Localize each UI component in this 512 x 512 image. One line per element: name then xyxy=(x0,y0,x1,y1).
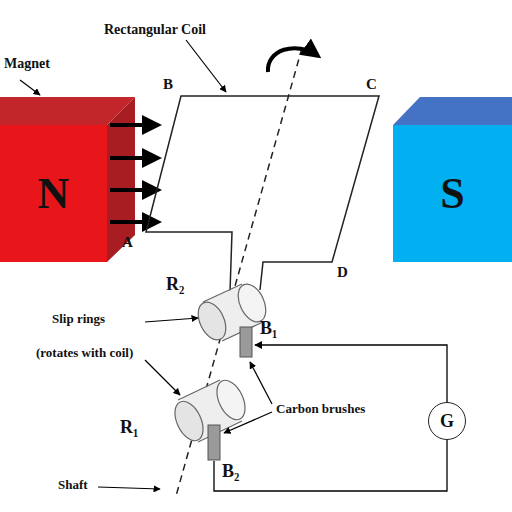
part-label: Magnet xyxy=(4,56,50,71)
part-label: Rectangular Coil xyxy=(104,22,206,37)
corner-letter: C xyxy=(366,76,377,93)
field-arrows xyxy=(110,125,158,222)
part-label: Carbon brushes xyxy=(276,402,365,416)
part-label: (rotates with coil) xyxy=(36,346,133,360)
pole-letter: N xyxy=(38,168,70,219)
brush-label: B₂ xyxy=(222,462,239,482)
carbon-brush xyxy=(240,327,252,357)
carbon-brush xyxy=(208,425,220,460)
magnet-top-face xyxy=(393,97,512,125)
corner-letter: D xyxy=(337,264,348,281)
brush-label: B₁ xyxy=(260,319,277,339)
corner-letter: A xyxy=(122,234,133,251)
pole-letter: S xyxy=(440,168,464,219)
ring-label: R₂ xyxy=(166,275,184,295)
part-label: Shaft xyxy=(58,478,88,492)
galvanometer-circle: G xyxy=(428,402,466,440)
rotation-arrow xyxy=(268,48,318,72)
magnet-north: N xyxy=(0,125,107,262)
corner-letter: B xyxy=(163,76,173,93)
part-label: Slip rings xyxy=(52,312,105,326)
ring-label: R₁ xyxy=(120,418,138,438)
leader-lines xyxy=(20,40,272,489)
slip-ring xyxy=(193,280,272,344)
magnet-south: S xyxy=(393,125,512,262)
wire xyxy=(214,440,447,491)
wire xyxy=(255,345,447,402)
pole-letter: G xyxy=(440,411,454,432)
magnet-side-face xyxy=(107,97,135,262)
rectangular-coil xyxy=(146,96,379,292)
